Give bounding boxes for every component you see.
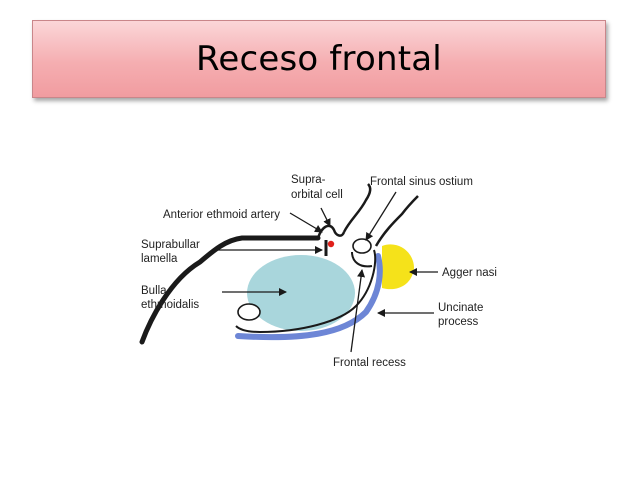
frontal-sinus-wall	[342, 183, 372, 233]
agger-nasi-shape	[382, 244, 414, 290]
skull-base-outline	[139, 235, 321, 345]
ostium-curve	[351, 251, 373, 268]
label-supra-orbital-1: Supra-	[291, 174, 326, 186]
label-agger-nasi: Agger nasi	[442, 267, 497, 279]
label-uncinate-2: process	[438, 316, 479, 328]
slide-title: Receso frontal	[196, 39, 442, 79]
bulla-ethmoidalis-shape	[247, 255, 355, 331]
label-bulla-1: Bulla	[141, 285, 167, 297]
arrow-anterior-ethmoid-artery	[289, 212, 323, 233]
arrow-supra-orbital	[320, 207, 331, 227]
arrow-frontal-sinus-ostium	[365, 191, 397, 241]
title-banner: Receso frontal	[32, 20, 606, 98]
label-bulla-2: ethmoidalis	[141, 299, 199, 311]
small-cell-shape	[237, 303, 261, 321]
label-suprabullar-2: lamella	[141, 253, 178, 265]
label-supra-orbital-2: orbital cell	[291, 189, 343, 201]
uncinate-process-shape	[235, 253, 383, 341]
label-anterior-ethmoid-artery: Anterior ethmoid artery	[163, 209, 280, 221]
label-frontal-recess: Frontal recess	[333, 357, 406, 369]
anterior-ethmoid-artery-dot	[327, 240, 335, 248]
label-frontal-sinus-ostium: Frontal sinus ostium	[370, 176, 473, 188]
frontal-sinus-ostium-shape	[352, 238, 372, 254]
frontal-sinus-wall-right	[374, 195, 419, 247]
label-suprabullar-1: Suprabullar	[141, 239, 200, 251]
label-uncinate-1: Uncinate	[438, 302, 483, 314]
arrow-frontal-recess	[350, 269, 366, 353]
frontal-recess-boundary	[235, 249, 377, 334]
